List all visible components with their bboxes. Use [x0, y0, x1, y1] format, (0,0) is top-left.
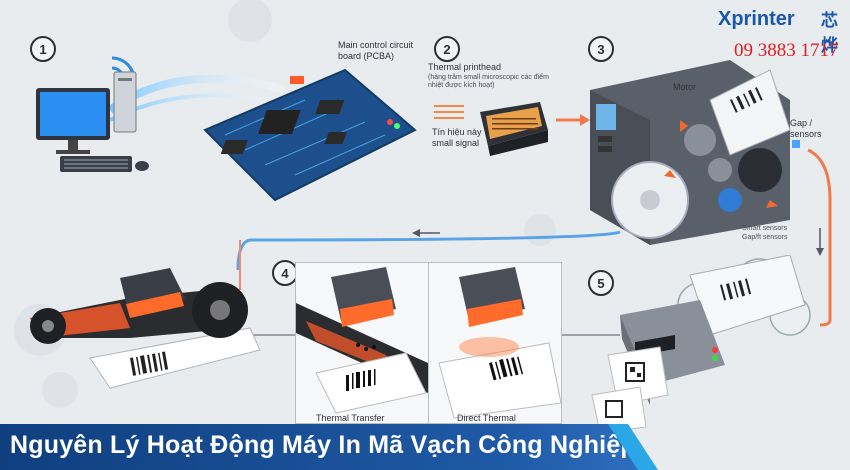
brand-block: Xprinter 芯烨 09 3883 1717	[700, 2, 850, 64]
thermal-transfer-panel: Thermal Transfer	[295, 262, 429, 424]
brand-chinese-name: 芯烨	[821, 11, 838, 56]
thermal-transfer-label: Thermal Transfer	[316, 413, 385, 423]
step-3-marker: 3	[588, 36, 614, 62]
brand-name: Xprinter	[718, 8, 795, 30]
computer-illustration	[36, 56, 287, 172]
gapft-sensors-label: Gap/ft sensors	[742, 234, 788, 241]
smart-sensors-label: Smart sensors	[742, 225, 788, 232]
direct-thermal-panel: Direct Thermal	[428, 262, 562, 424]
step-2-marker: 2	[434, 36, 460, 62]
gap-sensors-label: Gap / sensors	[790, 118, 822, 139]
title-banner: Nguyên Lý Hoạt Động Máy In Mã Vạch Công …	[0, 424, 640, 470]
printer-mechanism-illustration	[590, 60, 800, 245]
direct-thermal-label: Direct Thermal	[457, 413, 516, 423]
step-4-marker: 4	[272, 260, 298, 286]
motor-label: Motor	[673, 82, 697, 92]
step-5-marker: 5	[588, 270, 614, 296]
brand-phone[interactable]: 09 3883 1717	[734, 40, 839, 61]
pcba-board-illustration	[203, 68, 417, 202]
printhead-illustration	[434, 102, 548, 156]
thermal-transfer-illustration	[296, 267, 428, 414]
printhead-label: Thermal printhead	[428, 62, 502, 72]
signal-label: Tín hiệu này small signal	[432, 127, 482, 148]
pcba-label: Main control circuit board (PCBA)	[338, 40, 414, 61]
output-printer-illustration	[591, 255, 811, 434]
page-title: Nguyên Lý Hoạt Động Máy In Mã Vạch Công …	[10, 431, 636, 459]
ribbon-printing-illustration	[30, 268, 261, 389]
step-1-marker: 1	[30, 36, 56, 62]
direct-thermal-illustration	[438, 267, 561, 419]
printhead-note: (hàng trăm small microscopic các điểm nh…	[428, 74, 549, 89]
